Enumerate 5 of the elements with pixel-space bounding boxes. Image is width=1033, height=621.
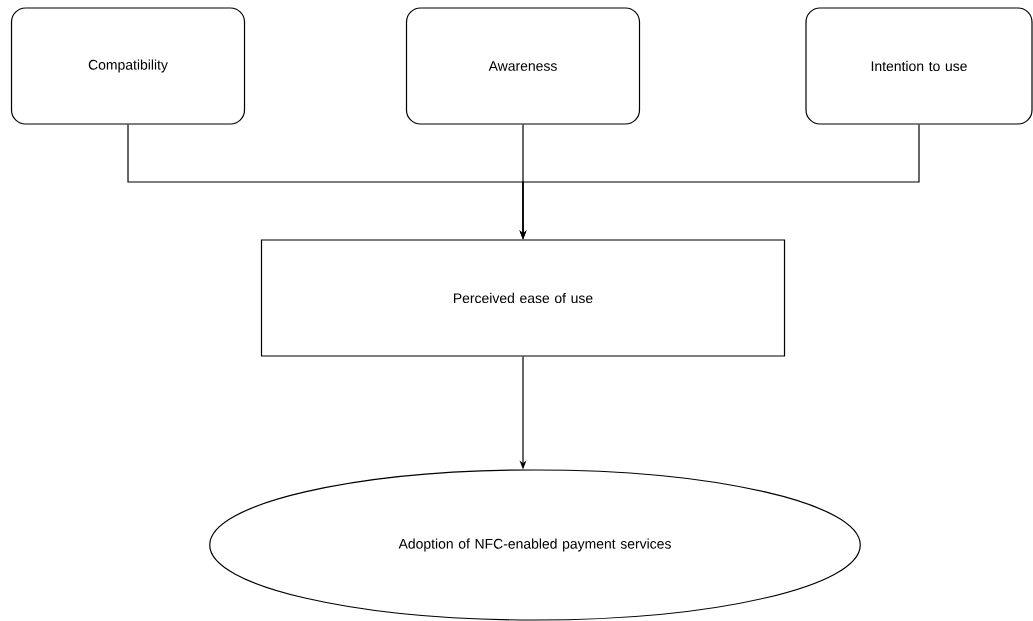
- rounded-box: Awareness: [405, 7, 641, 125]
- process-box: Perceived ease of use: [260, 239, 786, 357]
- ellipse-node: Adoption of NFC-enabled payment services: [209, 469, 861, 621]
- rounded-box: Compatibility: [10, 7, 246, 125]
- rounded-box: Intention to use: [805, 7, 1033, 125]
